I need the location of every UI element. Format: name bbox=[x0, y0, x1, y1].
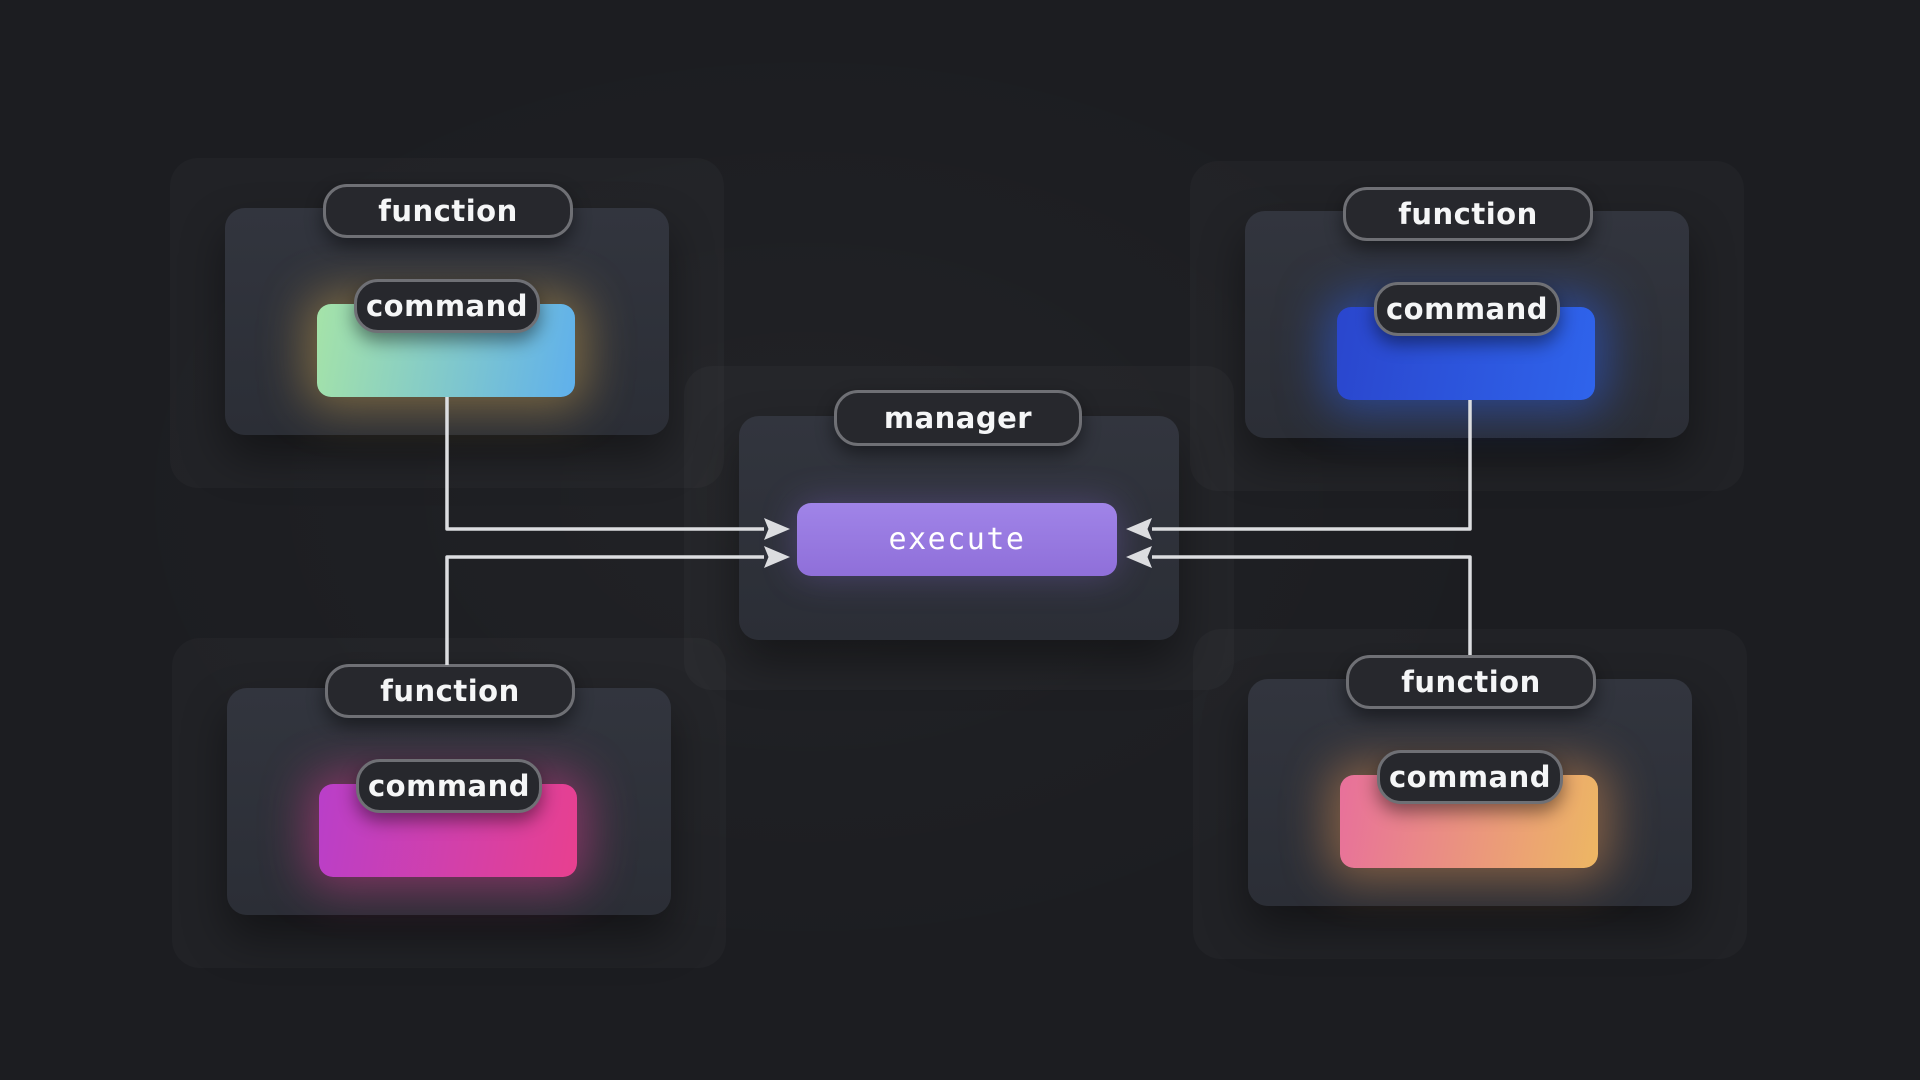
group-manager: execute manager bbox=[684, 366, 1234, 690]
command-tag[interactable]: command bbox=[1374, 282, 1560, 336]
group-function-top-left: function command bbox=[170, 158, 724, 488]
connector-top-left-to-execute[interactable] bbox=[445, 397, 790, 540]
connector-bottom-right-to-execute[interactable] bbox=[1126, 546, 1472, 655]
function-tag[interactable]: function bbox=[1346, 655, 1596, 709]
arrowhead-left-icon bbox=[1126, 546, 1152, 568]
connector-bottom-left-to-execute[interactable] bbox=[445, 546, 790, 665]
function-tag[interactable]: function bbox=[1343, 187, 1593, 241]
arrowhead-right-icon bbox=[764, 518, 790, 540]
group-function-bottom-right: function command bbox=[1193, 629, 1747, 959]
execute-button[interactable]: execute bbox=[797, 503, 1117, 576]
command-tag[interactable]: command bbox=[356, 759, 542, 813]
arrowhead-right-icon bbox=[764, 546, 790, 568]
command-tag[interactable]: command bbox=[354, 279, 540, 333]
connector-top-right-to-execute[interactable] bbox=[1126, 400, 1472, 540]
group-function-top-right: function command bbox=[1190, 161, 1744, 491]
function-tag[interactable]: function bbox=[323, 184, 573, 238]
manager-tag[interactable]: manager bbox=[834, 390, 1082, 446]
arrowhead-left-icon bbox=[1126, 518, 1152, 540]
group-function-bottom-left: function command bbox=[172, 638, 726, 968]
command-tag[interactable]: command bbox=[1377, 750, 1563, 804]
function-tag[interactable]: function bbox=[325, 664, 575, 718]
